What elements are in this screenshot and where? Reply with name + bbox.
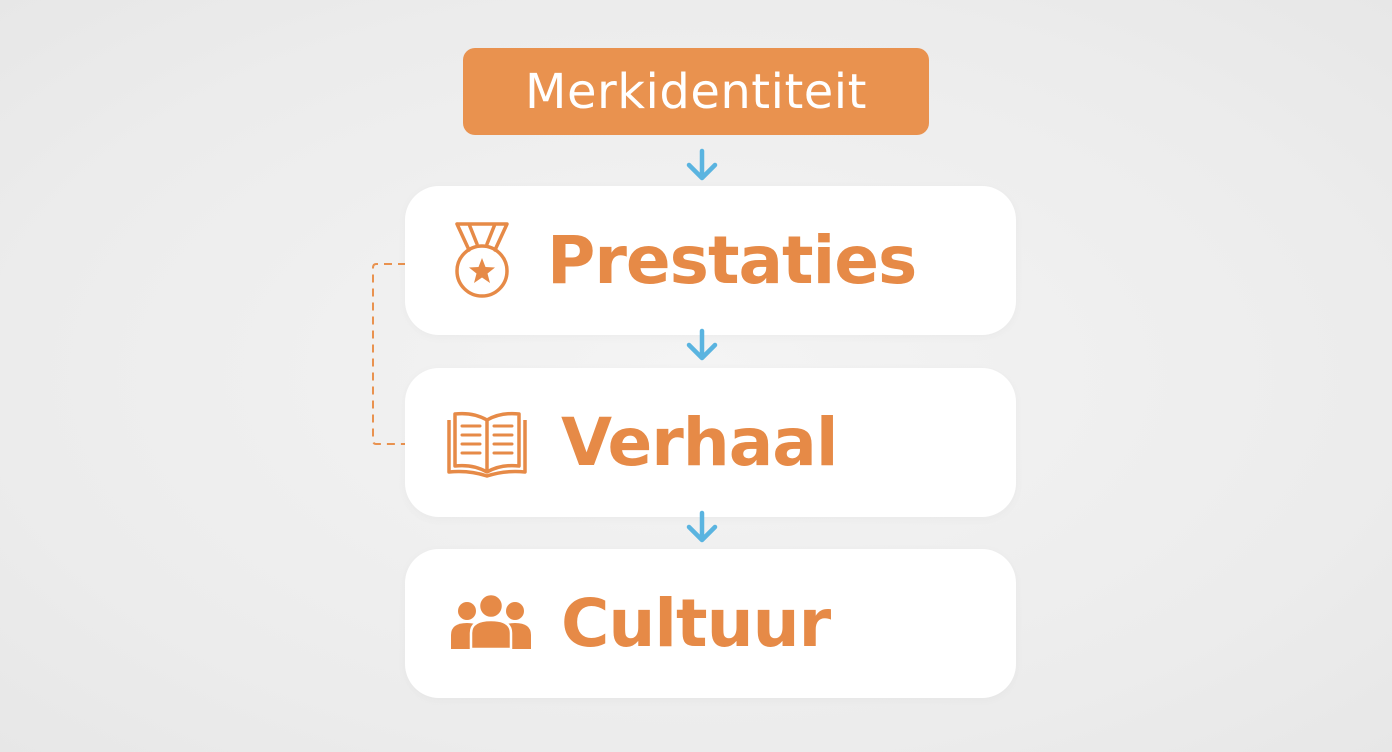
medal-icon bbox=[455, 222, 509, 298]
dashed-connector bbox=[372, 263, 406, 445]
people-group-icon bbox=[451, 593, 531, 651]
arrow-down-icon bbox=[686, 510, 718, 543]
layer-label: Verhaal bbox=[561, 404, 838, 481]
layer-card-prestaties: Prestaties bbox=[405, 186, 1016, 335]
arrow-down-icon bbox=[686, 328, 718, 361]
diagram-title: Merkidentiteit bbox=[525, 63, 867, 120]
layer-label: Prestaties bbox=[547, 222, 917, 299]
open-book-icon bbox=[447, 411, 527, 478]
title-box: Merkidentiteit bbox=[463, 48, 929, 135]
layer-card-verhaal: Verhaal bbox=[405, 368, 1016, 517]
arrow-down-icon bbox=[686, 148, 718, 181]
layer-label: Cultuur bbox=[561, 585, 831, 662]
layer-card-cultuur: Cultuur bbox=[405, 549, 1016, 698]
